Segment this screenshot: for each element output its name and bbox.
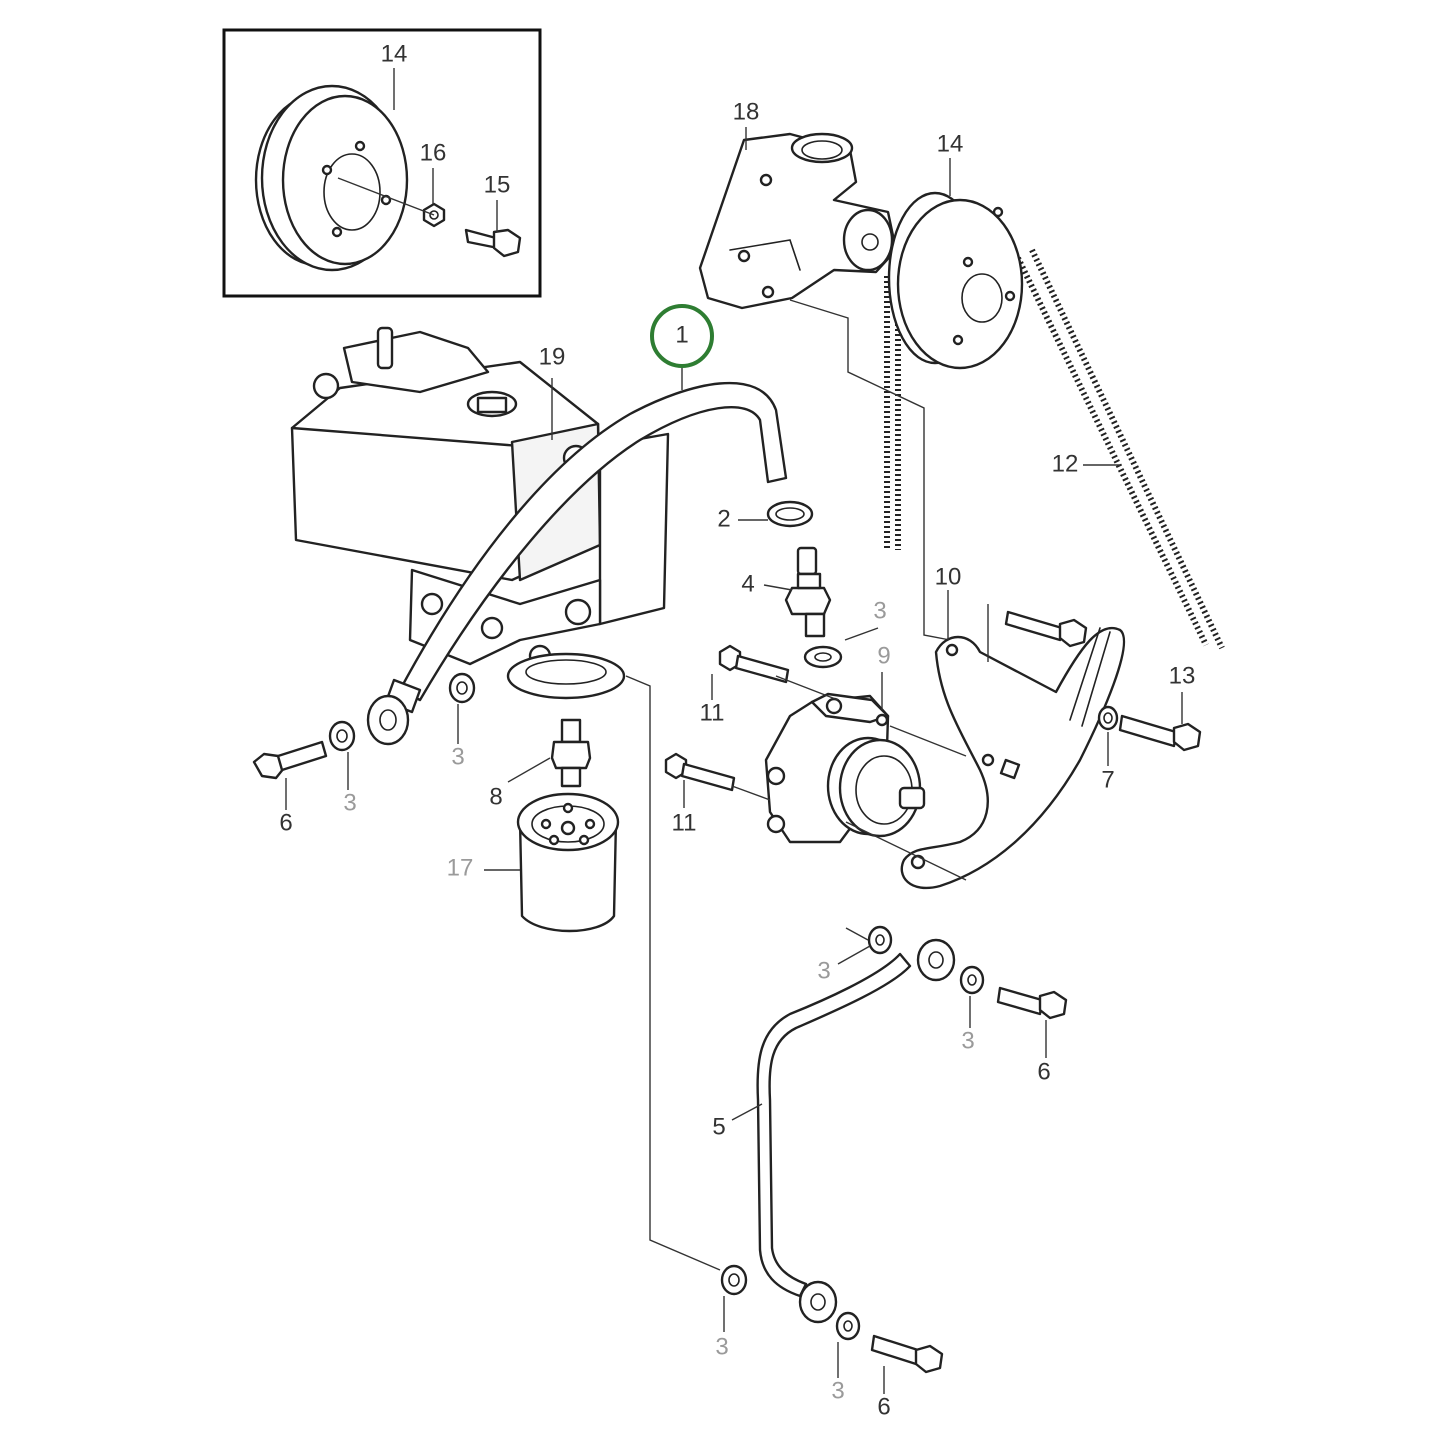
callout-3-bottom-b: 3 [831,1377,844,1404]
callout-12: 12 [1052,450,1079,477]
mounting-bracket[interactable] [900,626,1126,889]
belt-pulley[interactable] [887,191,1024,370]
banjo-bolt-left[interactable] [252,740,328,780]
callout-5: 5 [712,1113,725,1140]
callout-6-bottom: 6 [877,1393,890,1420]
callout-3-left-b: 3 [343,789,356,816]
washer-left-a[interactable] [328,720,356,752]
washer-bottom-b[interactable] [835,1311,861,1341]
washer-left-b[interactable] [448,672,476,704]
washer-bottom-a[interactable] [720,1264,748,1296]
pump-bolt-upper[interactable] [718,644,790,684]
washer-7[interactable] [1097,705,1119,731]
callout-13: 13 [1169,662,1196,689]
callout-10: 10 [935,563,962,590]
banjo-bolt-right[interactable] [996,986,1068,1020]
inset-frame [222,28,542,298]
callout-14-inset: 14 [381,40,408,67]
callout-8: 8 [489,783,502,810]
callout-7: 7 [1101,766,1114,793]
oil-filter[interactable] [516,792,620,933]
callout-6-left: 6 [279,809,292,836]
washer-upper[interactable] [803,645,843,669]
callout-3-bottom-a: 3 [715,1333,728,1360]
banjo-bolt-bottom[interactable] [870,1334,944,1374]
callout-3-upper: 3 [873,597,886,624]
inset-bolt[interactable] [464,228,522,258]
callout-4: 4 [741,570,754,597]
pressure-pipe[interactable] [756,938,956,1324]
callout-3-left-a: 3 [451,743,464,770]
callout-1: 1 [675,321,688,348]
hose-clamp[interactable] [766,500,814,528]
inset-detail: 14 16 15 [222,28,542,298]
callout-15: 15 [484,171,511,198]
callout-3-right-b: 3 [961,1027,974,1054]
callout-19: 19 [539,343,566,370]
callout-6-right: 6 [1037,1058,1050,1085]
callout-2: 2 [717,505,730,532]
callout-14: 14 [937,130,964,157]
filter-nipple[interactable] [550,718,592,788]
pump-housing[interactable] [698,132,898,310]
callout-3-right-a: 3 [817,957,830,984]
inset-pulley[interactable] [254,84,409,272]
callout-17: 17 [447,854,474,881]
oil-reservoir[interactable] [290,326,670,700]
washer-right-a[interactable] [867,925,893,955]
power-steering-pump[interactable] [764,692,926,844]
callout-11-upper: 11 [700,699,725,726]
pump-bolt-lower[interactable] [664,752,736,792]
callout-9: 9 [877,642,890,669]
washer-right-b[interactable] [959,965,985,995]
bracket-bolt-upper[interactable] [1004,610,1088,648]
tension-bolt[interactable] [1118,714,1202,752]
callout-18: 18 [733,98,760,125]
callout-16: 16 [420,139,447,166]
return-hose[interactable] [366,381,788,746]
callout-1-highlight [650,304,714,368]
hose-union[interactable] [784,546,832,638]
callout-11-lower: 11 [672,809,697,836]
